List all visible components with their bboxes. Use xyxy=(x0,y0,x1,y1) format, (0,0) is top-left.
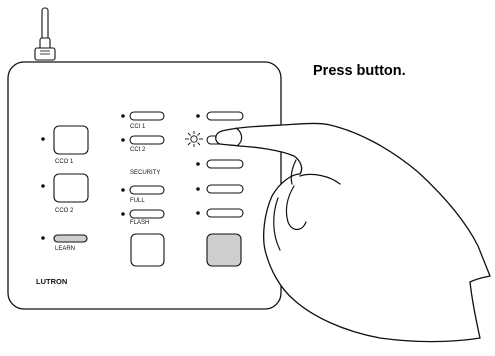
brand-logo: LUTRON xyxy=(36,277,67,286)
cci1-label: CCI 1 xyxy=(130,124,146,130)
cci2-label: CCI 2 xyxy=(130,147,146,153)
zone5-led xyxy=(196,211,200,215)
learn-button[interactable] xyxy=(53,234,88,243)
zone1-led xyxy=(196,114,200,118)
cco2-button[interactable] xyxy=(53,173,89,203)
learn-label: LEARN xyxy=(55,246,75,252)
hand-icon xyxy=(215,122,491,343)
full-button[interactable] xyxy=(129,185,165,195)
cci2-led xyxy=(121,138,125,142)
zone4-button[interactable] xyxy=(206,184,244,194)
zone1-button[interactable] xyxy=(206,111,244,121)
zone4-led xyxy=(196,187,200,191)
cco1-led xyxy=(41,137,45,141)
cci2-button[interactable] xyxy=(129,135,165,145)
cco2-label: CCO 2 xyxy=(55,208,74,214)
cco1-button[interactable] xyxy=(53,125,89,155)
security-label: SECURITY xyxy=(130,170,160,176)
zone3-led xyxy=(196,162,200,166)
security-square-button[interactable] xyxy=(130,233,165,267)
cco2-led xyxy=(41,184,45,188)
flash-button[interactable] xyxy=(129,209,165,219)
led-blink-icon xyxy=(185,131,203,147)
flash-label: FLASH xyxy=(130,220,149,226)
cci1-button[interactable] xyxy=(129,111,165,121)
zone3-button[interactable] xyxy=(206,159,244,169)
zone5-button[interactable] xyxy=(206,208,244,218)
instruction-text: Press button. xyxy=(313,63,406,79)
learn-led xyxy=(41,236,45,240)
cco1-label: CCO 1 xyxy=(55,159,74,165)
flash-led xyxy=(121,212,125,216)
antenna-icon xyxy=(34,7,56,61)
pressed-square-button[interactable] xyxy=(206,233,242,267)
cci1-led xyxy=(121,114,125,118)
full-label: FULL xyxy=(130,198,145,204)
full-led xyxy=(121,188,125,192)
